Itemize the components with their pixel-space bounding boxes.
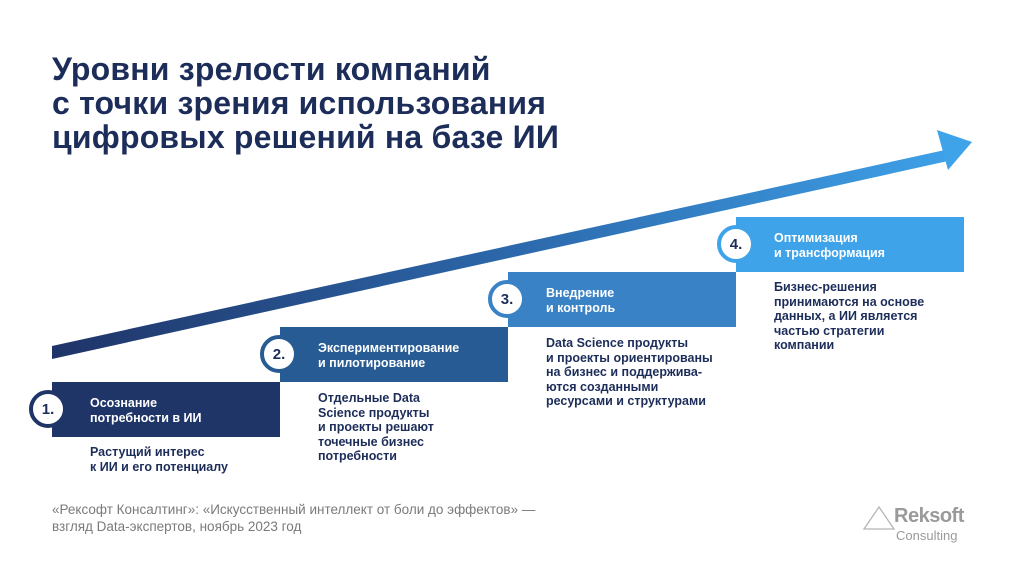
logo-subtitle: Consulting <box>896 528 958 543</box>
title-line: Уровни зрелости компаний <box>52 51 491 87</box>
step-2-number: 2. <box>260 335 298 373</box>
arrow-head <box>937 130 972 170</box>
logo-triangle-icon <box>862 505 896 530</box>
page-title: Уровни зрелости компаний с точки зрения … <box>52 52 559 154</box>
title-line: цифровых решений на базе ИИ <box>52 119 560 155</box>
step-1-number: 1. <box>29 390 67 428</box>
step-3-number: 3. <box>488 280 526 318</box>
arrow-shaft <box>52 150 948 359</box>
step-4-number: 4. <box>717 225 755 263</box>
source-footnote: «Рексофт Консалтинг»: «Искусственный инт… <box>52 502 536 534</box>
logo-name: Reksoft <box>894 505 964 527</box>
title-line: с точки зрения использования <box>52 85 547 121</box>
reksoft-logo: Reksoft Consulting <box>862 505 987 547</box>
